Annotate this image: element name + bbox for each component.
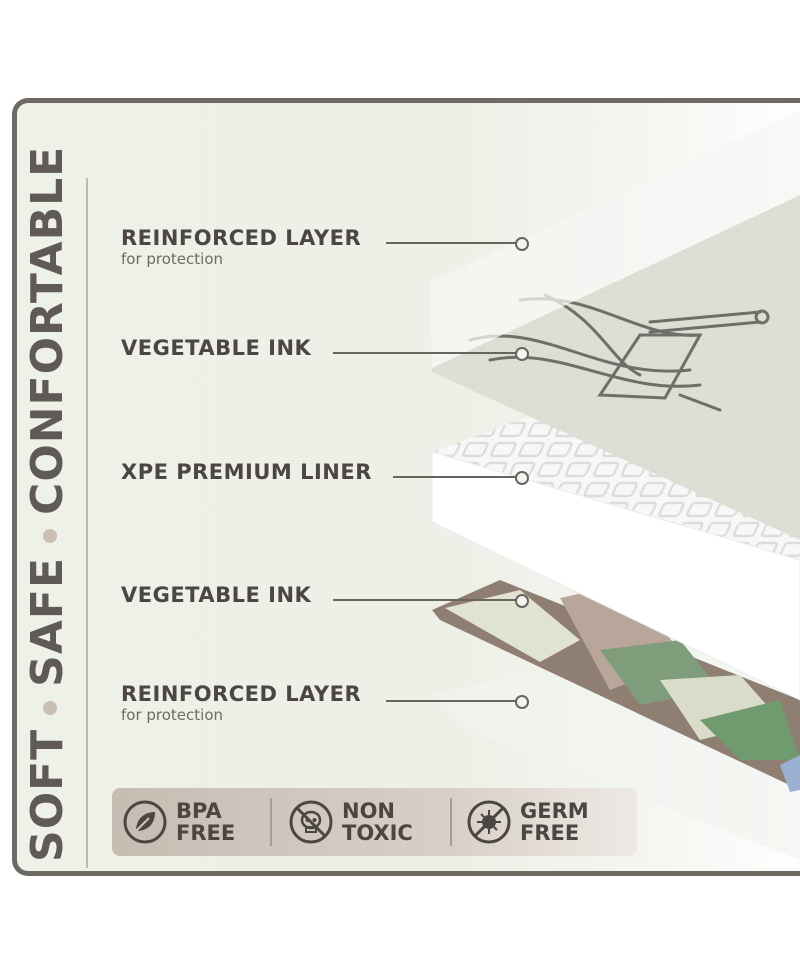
badge-germ-line2: FREE bbox=[520, 821, 580, 845]
skull-icon bbox=[289, 800, 333, 844]
badge-nontoxic-line2: TOXIC bbox=[342, 821, 413, 845]
layer-sublabel-reinforced-top: for protection bbox=[121, 250, 224, 268]
layer-sublabel-reinforced-bottom: for protection bbox=[121, 706, 224, 724]
leader-line bbox=[386, 700, 516, 702]
layer-label-ink-top: VEGETABLE INK bbox=[121, 336, 312, 360]
layer-label-reinforced-bottom: REINFORCED LAYER bbox=[121, 682, 362, 706]
badge-germ-line1: GERM bbox=[520, 799, 589, 823]
layer-label-ink-bottom: VEGETABLE INK bbox=[121, 583, 312, 607]
slogan-word-confortable: CONFORTABLE bbox=[22, 145, 73, 515]
leader-line bbox=[333, 599, 516, 601]
layer-label-xpe: XPE PREMIUM LINER bbox=[121, 460, 372, 484]
badge-bpa-line2: FREE bbox=[176, 821, 236, 845]
vertical-slogan: SOFT SAFE CONFORTABLE bbox=[22, 146, 73, 862]
slogan-dot bbox=[43, 528, 57, 543]
top-ink-layer bbox=[432, 195, 800, 540]
layer-label-reinforced-top: REINFORCED LAYER bbox=[121, 226, 362, 250]
badge-separator bbox=[270, 798, 272, 846]
top-film-layer bbox=[430, 110, 800, 368]
divider-line bbox=[86, 178, 88, 868]
callout-node bbox=[515, 347, 529, 361]
badge-bpa-line1: BPA bbox=[176, 799, 222, 823]
badge-separator bbox=[450, 798, 452, 846]
leader-line bbox=[333, 352, 516, 354]
bottom-ink-layer bbox=[432, 580, 800, 792]
leader-line bbox=[386, 242, 516, 244]
germ-icon bbox=[467, 800, 511, 844]
callout-node bbox=[515, 237, 529, 251]
badge-nontoxic-line1: NON bbox=[342, 799, 396, 823]
leader-line bbox=[393, 476, 516, 478]
callout-node bbox=[515, 594, 529, 608]
slogan-word-safe: SAFE bbox=[22, 556, 73, 687]
slogan-dot bbox=[43, 700, 57, 715]
leaf-icon bbox=[123, 800, 167, 844]
slogan-word-soft: SOFT bbox=[22, 728, 73, 862]
callout-node bbox=[515, 471, 529, 485]
callout-node bbox=[515, 695, 529, 709]
